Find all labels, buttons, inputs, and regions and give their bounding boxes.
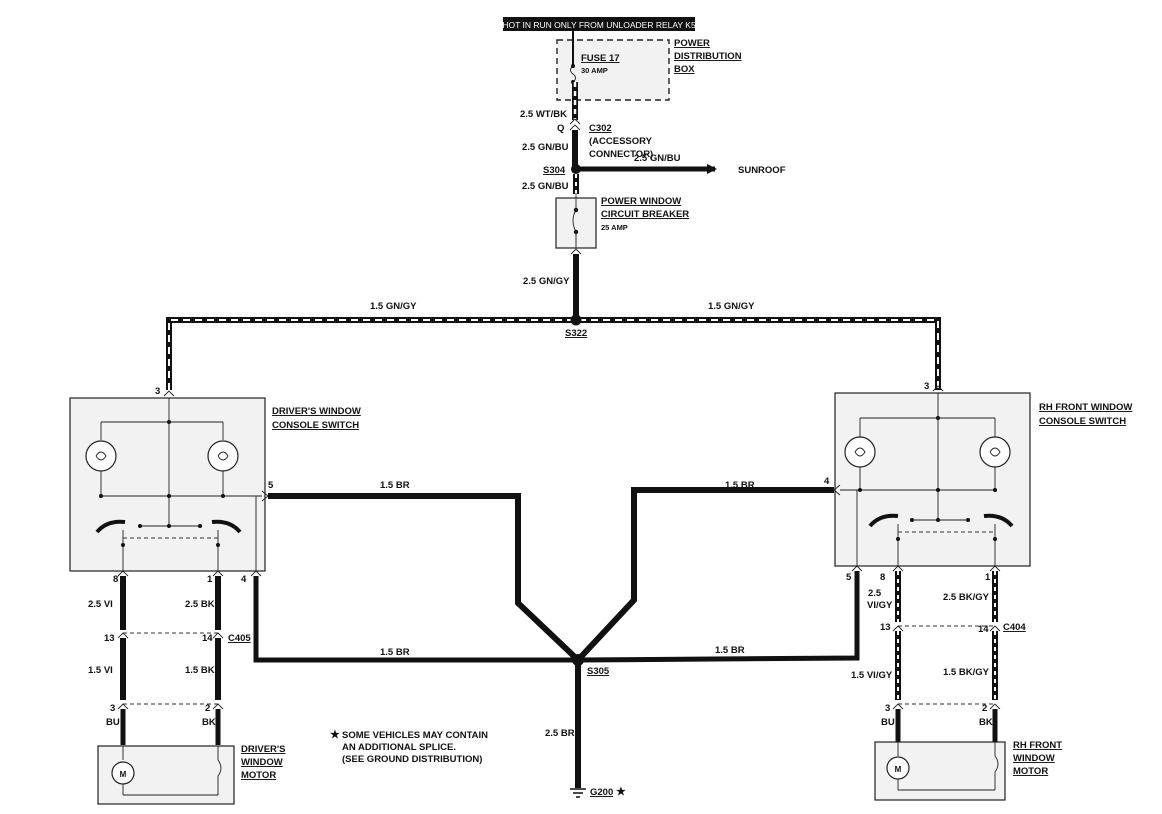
note-line-2: AN ADDITIONAL SPLICE. [342,742,456,753]
c302-desc-2: CONNECTOR) [589,149,653,160]
label-bk-25: 2.5 BK [185,599,215,610]
breaker-name-2: CIRCUIT BREAKER [601,209,689,220]
label-gn-bu-lower: 2.5 GN/BU [522,181,569,192]
driver-switch-pin-4: 4 [241,574,247,585]
label-gn-gy-25: 2.5 GN/GY [523,276,570,287]
driver-pin-14: 14 [202,633,213,644]
wire-br-left-bottom [253,576,578,663]
drivers-window-console-switch [69,397,266,572]
rh-motor-name-1: RH FRONT [1013,740,1062,751]
rh-wire-bu: BU [881,717,895,728]
rh-switch-pin-3: 3 [924,381,929,392]
c302-pin-q: Q [557,123,564,134]
splice-s304 [571,164,581,174]
driver-switch-name-1: DRIVER'S WINDOW [272,406,361,417]
rh-switch-pin-4: 4 [824,476,830,487]
driver-pin-13: 13 [104,633,115,644]
c302-desc-1: (ACCESSORY [589,136,653,147]
driver-motor-name-3: MOTOR [241,770,276,781]
fuse-17-symbol [570,65,576,83]
breaker-rating: 25 AMP [601,223,628,232]
driver-switch-pin-8: 8 [113,574,118,585]
rh-motor-name-2: WINDOW [1013,753,1055,764]
rh-front-window-console-switch [834,392,1031,567]
rh-switch-name-1: RH FRONT WINDOW [1039,402,1132,413]
rh-switch-pin-8: 8 [880,572,885,583]
ground-star-icon: ★ [616,786,626,798]
rh-motor-symbol: M [895,765,902,774]
rh-pin-13: 13 [880,622,891,633]
driver-switch-pin-5: 5 [268,480,274,491]
driver-motor-name-2: WINDOW [241,757,283,768]
label-br-left-top: 1.5 BR [380,480,410,491]
rh-switch-lamp-left [844,436,876,468]
driver-switch-lamp-left [85,440,117,472]
driver-switch-pin-1: 1 [207,574,213,585]
rh-switch-pin-5: 5 [846,572,852,583]
breaker-name-1: POWER WINDOW [601,196,681,207]
label-bkgy-15: 1.5 BK/GY [943,667,990,678]
label-br-right-top: 1.5 BR [725,480,755,491]
ground-symbol [570,788,586,798]
power-box-name-2: DISTRIBUTION [674,51,742,62]
label-vi-15: 1.5 VI [88,665,113,676]
c404-label: C404 [1003,622,1026,633]
rh-switch-lamp-right [979,436,1011,468]
rh-motor-name-3: MOTOR [1013,766,1048,777]
label-gn-gy-right: 1.5 GN/GY [708,301,755,312]
label-gn-gy-left: 1.5 GN/GY [370,301,417,312]
driver-pin-2: 2 [205,703,210,714]
splice-s304-label: S304 [543,165,566,176]
splice-s305-label: S305 [587,666,610,677]
label-br-right-bottom: 1.5 BR [715,645,745,656]
label-bk-15: 1.5 BK [185,665,215,676]
hot-in-run-label: HOT IN RUN ONLY FROM UNLOADER RELAY K5 [502,20,696,30]
label-wt-bk: 2.5 WT/BK [520,109,567,120]
label-bkgy-25: 2.5 BK/GY [943,592,990,603]
rh-switch-name-2: CONSOLE SWITCH [1039,416,1126,427]
fuse-17-label: FUSE 17 [581,53,620,64]
sunroof-label: SUNROOF [738,165,786,176]
splice-s322-label: S322 [565,328,587,339]
driver-switch-name-2: CONSOLE SWITCH [272,420,359,431]
label-gn-bu-sunroof: 2.5 GN/BU [634,153,681,164]
c405-label: C405 [228,633,251,644]
note-star-icon: ★ [330,729,340,741]
c302-connector [569,118,581,131]
label-vi-25: 2.5 VI [88,599,113,610]
driver-wire-bk: BK [202,717,216,728]
note-line-1: SOME VEHICLES MAY CONTAIN [342,730,488,741]
splice-s322 [570,314,582,326]
note-line-3: (SEE GROUND DISTRIBUTION) [342,754,482,765]
driver-wire-bu: BU [106,717,120,728]
c302-label: C302 [589,123,612,134]
driver-motor-name-1: DRIVER'S [241,744,286,755]
wire-br-right-top [575,487,834,663]
label-vigy-15: 1.5 VI/GY [851,670,893,681]
label-br-left-bottom: 1.5 BR [380,647,410,658]
fuse-17-rating: 30 AMP [581,66,608,75]
label-vigy-25-b: VI/GY [867,600,893,611]
rh-pin-3: 3 [885,703,890,714]
wire-gn-gy-bus [166,317,941,390]
rh-wire-bk: BK [979,717,993,728]
rh-switch-pin-1: 1 [985,572,991,583]
label-gn-bu-upper: 2.5 GN/BU [522,142,569,153]
power-box-name-1: POWER [674,38,710,49]
driver-motor-symbol: M [120,770,127,779]
wire-br-right-bottom [577,571,860,663]
power-box-name-3: BOX [674,64,695,75]
label-br-ground: 2.5 BR [545,728,575,739]
rh-pin-2: 2 [982,703,987,714]
driver-switch-lamp-right [207,440,239,472]
hot-in-run-banner [503,17,695,31]
rh-pin-14: 14 [978,624,989,635]
driver-pin-3: 3 [110,703,115,714]
ground-g200-label: G200 [590,787,613,798]
wire-br-left-top [268,493,581,663]
label-vigy-25-a: 2.5 [868,588,882,599]
driver-switch-pin-3: 3 [155,386,160,397]
